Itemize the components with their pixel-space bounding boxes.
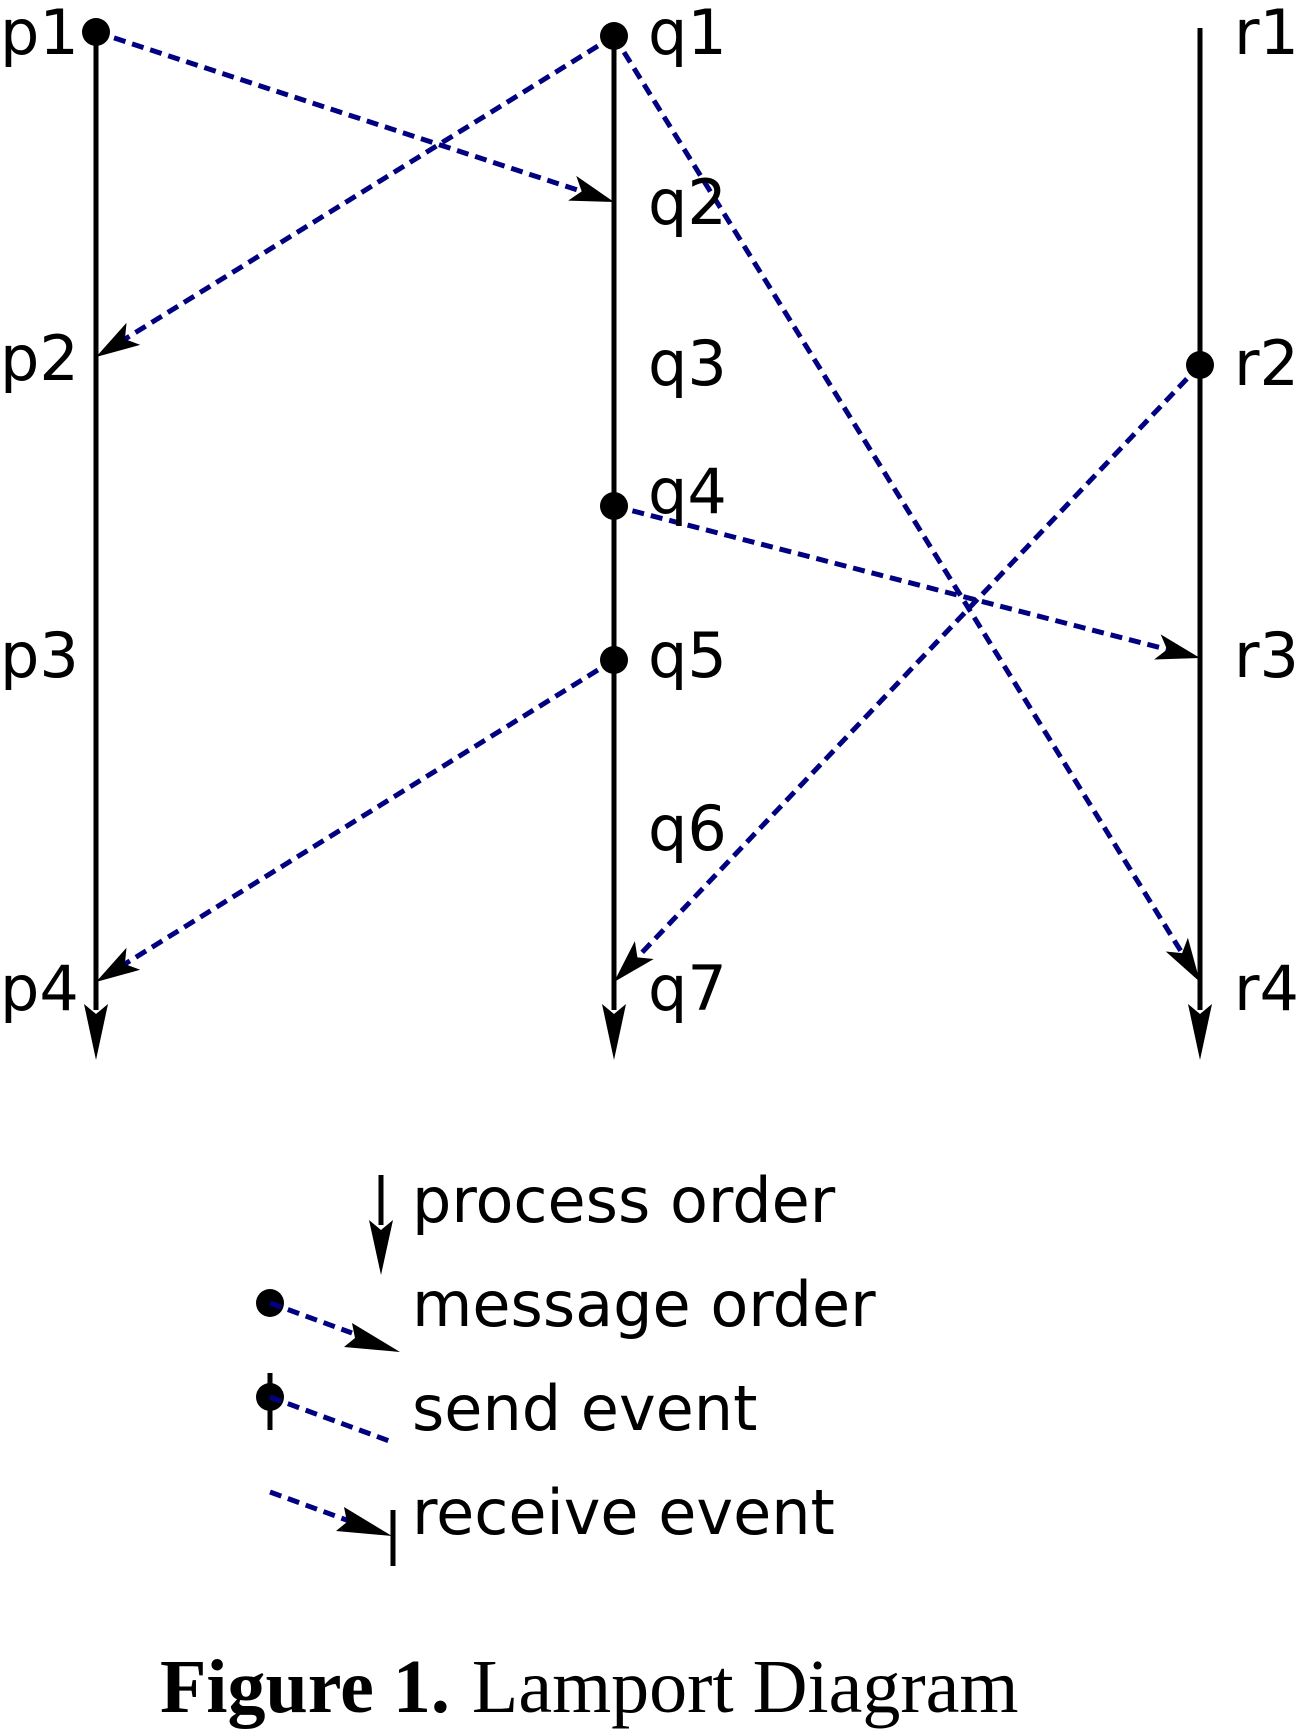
message-arrowhead (1154, 634, 1200, 660)
event-label-q3: q3 (648, 327, 727, 400)
send-dot-q4 (600, 492, 628, 520)
event-label-q7: q7 (648, 952, 727, 1025)
event-label-r3: r3 (1234, 619, 1299, 692)
event-label-r4: r4 (1234, 952, 1299, 1025)
message-arrowhead (568, 175, 614, 202)
process-q-line (602, 32, 626, 1060)
send-dot-p1 (82, 18, 110, 46)
event-label-q2: q2 (648, 166, 727, 239)
caption-figure-number: Figure 1. (160, 1645, 450, 1729)
message-p1-to-q2 (95, 29, 614, 202)
legend-send-event-symbol (256, 1373, 393, 1445)
message-q4-to-r3 (613, 503, 1200, 660)
message-r2-to-q7 (614, 363, 1202, 982)
message-q1-to-r4 (611, 34, 1200, 982)
send-dot-r2 (1186, 351, 1214, 379)
event-dots (82, 18, 1214, 674)
message-q5-to-p4 (96, 657, 616, 982)
event-label-r1: r1 (1234, 0, 1299, 69)
message-arrowhead (1165, 937, 1200, 982)
legend-message-order-label: message order (412, 1268, 876, 1341)
message-arrowhead (614, 941, 654, 982)
legend-send-event-label: send event (412, 1372, 757, 1445)
event-label-p4: p4 (0, 952, 79, 1025)
message-arrowhead (96, 322, 141, 357)
legend-receive-event-label: receive event (412, 1476, 835, 1549)
message-arrowhead (96, 947, 141, 982)
send-dot-q1 (600, 22, 628, 50)
event-label-p2: p2 (0, 322, 79, 395)
event-label-q1: q1 (648, 0, 727, 69)
legend-process-order-symbol (369, 1175, 393, 1275)
event-label-q5: q5 (648, 619, 727, 692)
message-arrows (95, 29, 1202, 982)
legend-message-order-symbol (256, 1289, 400, 1352)
process-lines (84, 28, 1212, 1060)
figure-caption: Figure 1. Lamport Diagram (160, 1645, 1019, 1729)
event-labels: p1 p2 p3 p4 q1 q2 q3 q4 q5 q6 q7 r1 r2 r3 r4 (0, 0, 1299, 1025)
message-q1-to-p2 (96, 33, 616, 357)
legend-receive-event-symbol (269, 1489, 396, 1566)
process-r-line (1188, 28, 1212, 1060)
event-label-q4: q4 (648, 455, 727, 528)
process-p-line (84, 32, 108, 1060)
event-label-q6: q6 (648, 792, 727, 865)
event-label-p3: p3 (0, 619, 79, 692)
legend: process order message order send event r… (256, 1164, 876, 1566)
caption-title: Lamport Diagram (472, 1645, 1019, 1729)
event-label-r2: r2 (1234, 327, 1299, 400)
event-label-p1: p1 (0, 0, 79, 69)
legend-process-order-label: process order (412, 1164, 836, 1237)
send-dot-q5 (600, 646, 628, 674)
